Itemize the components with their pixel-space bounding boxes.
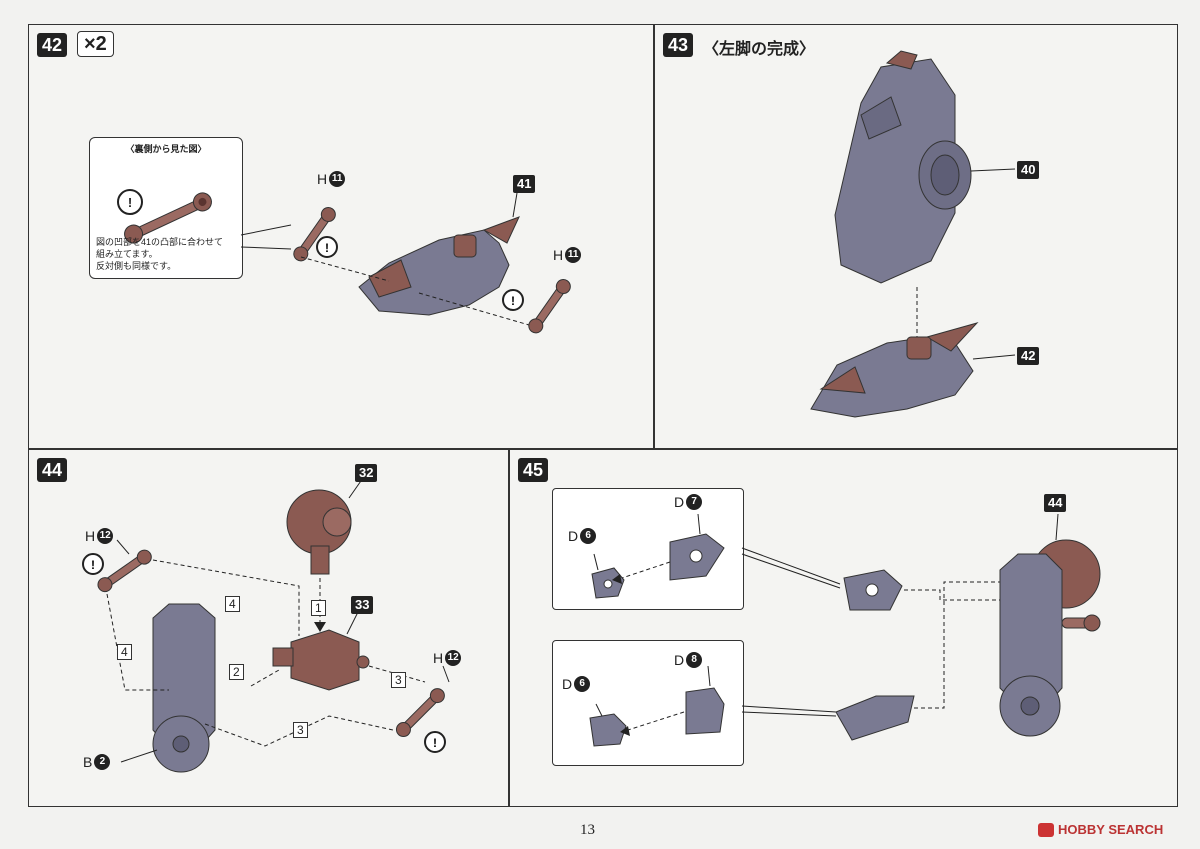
step-45-panel: 45 44 (509, 449, 1178, 807)
step-43-diagram (810, 50, 1016, 418)
sub-assembly-ref-40: 40 (1017, 161, 1040, 179)
assembly-order-3b: 3 (293, 722, 308, 738)
part-label-h11-left: H 11 (317, 171, 346, 187)
part-number: 12 (445, 650, 462, 666)
svg-text:!: ! (128, 195, 132, 210)
part-letter: D (562, 676, 573, 692)
step-number: 44 (37, 458, 68, 482)
svg-text:!: ! (91, 558, 95, 572)
step-42-panel: 42 ×2 〈裏側から見た図〉 ! 図の凹部を41の凸部に合わせて 組み立てます… (28, 24, 654, 449)
part-label-d7: D 7 (674, 494, 703, 510)
part-number: 8 (686, 652, 703, 668)
part-letter: H (433, 650, 444, 666)
step-number: 43 (663, 33, 694, 57)
part-letter: H (553, 247, 564, 263)
page-number: 13 (580, 822, 595, 838)
note-line-3: 反対側も同様です。 (96, 261, 177, 271)
step-42-diagram: ! ! (240, 192, 571, 334)
sub-assembly-ref-33: 33 (351, 596, 374, 614)
sub-assembly-ref-41: 41 (513, 175, 536, 193)
part-number: 6 (580, 528, 597, 544)
sub-assembly-ref-32: 32 (355, 464, 378, 482)
part-label-h11-right: H 11 (553, 247, 582, 263)
part-number: 11 (565, 247, 582, 263)
part-label-h12-left: H 12 (85, 528, 114, 544)
part-label-d6-lower: D 6 (562, 676, 591, 692)
part-letter: D (674, 494, 685, 510)
part-number: 7 (686, 494, 703, 510)
part-label-h12-right: H 12 (433, 650, 462, 666)
watermark-text: HOBBY SEARCH (1058, 822, 1164, 837)
note-title: 〈裏側から見た図〉 (125, 144, 207, 154)
watermark: HOBBY SEARCH (1038, 822, 1163, 837)
part-label-b2: B 2 (83, 754, 111, 770)
svg-text:!: ! (433, 736, 437, 750)
sub-assembly-ref-42: 42 (1017, 347, 1040, 365)
step-44-panel: 44 ! ! (28, 449, 509, 807)
hobby-search-logo-icon (1038, 822, 1054, 837)
assembly-order-4b: 4 (117, 644, 132, 660)
step-number: 45 (518, 458, 549, 482)
part-letter: D (674, 652, 685, 668)
part-number: 11 (329, 171, 346, 187)
part-label-d6-upper: D 6 (568, 528, 597, 544)
part-label-d8: D 8 (674, 652, 703, 668)
step-title: 〈左脚の完成〉 (703, 41, 816, 58)
back-view-note: 〈裏側から見た図〉 ! 図の凹部を41の凸部に合わせて 組み立てます。 反対側も… (89, 137, 243, 279)
part-number: 2 (94, 754, 111, 770)
part-letter: H (85, 528, 96, 544)
assembly-order-2: 2 (229, 664, 244, 680)
assembly-order-1: 1 (311, 600, 326, 616)
step-44-diagram: ! ! (82, 477, 450, 773)
note-body: 図の凹部を41の凸部に合わせて 組み立てます。 反対側も同様です。 (96, 236, 223, 272)
part-number: 6 (574, 676, 591, 692)
multiplier-badge: ×2 (77, 31, 114, 57)
part-letter: D (568, 528, 579, 544)
assembly-order-4a: 4 (225, 596, 240, 612)
svg-text:!: ! (511, 294, 515, 308)
assembly-order-3a: 3 (391, 672, 406, 688)
step-45-diagram (589, 513, 1101, 747)
part-letter: B (83, 754, 93, 770)
note-line-1: 図の凹部を41の凸部に合わせて (96, 237, 224, 247)
back-view-illustration: ! (117, 189, 212, 244)
step-43-panel: 43 〈左脚の完成〉 40 42 (654, 24, 1178, 449)
note-line-2: 組み立てます。 (96, 249, 158, 259)
step-number: 42 (37, 33, 68, 57)
svg-text:!: ! (325, 241, 329, 255)
part-letter: H (317, 171, 328, 187)
part-number: 12 (97, 528, 114, 544)
sub-assembly-ref-44: 44 (1044, 494, 1067, 512)
